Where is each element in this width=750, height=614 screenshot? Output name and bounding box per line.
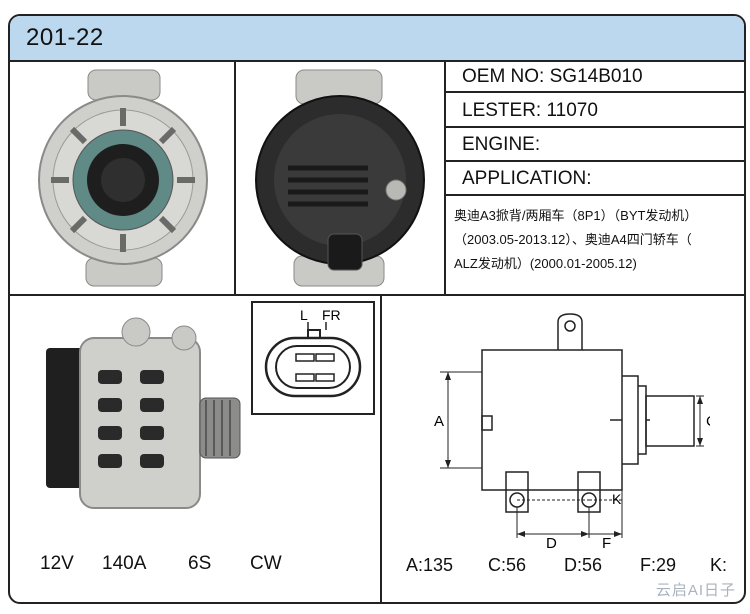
connector-label-l: L xyxy=(300,307,308,323)
lester-number: LESTER: 11070 xyxy=(462,100,598,121)
application-details: 奥迪A3掀背/两厢车（8P1）（BYT发动机） （2003.05-2013.12… xyxy=(454,204,740,276)
connector-pinout-diagram: L FR xyxy=(251,301,375,415)
alternator-side-view-image xyxy=(46,317,241,509)
product-spec-sheet: 201-22 OEM NO: SG14B010 LESTER: 11070 EN… xyxy=(8,14,746,604)
spec-amperage: 140A xyxy=(102,553,147,574)
engine-label: ENGINE: xyxy=(462,134,541,155)
oem-number: OEM NO: SG14B010 xyxy=(462,66,643,87)
divider-info-1 xyxy=(444,91,744,93)
label-dim-d: D xyxy=(546,535,557,552)
watermark-text: 云启AI日子 xyxy=(655,582,736,599)
application-line-2: （2003.05-2013.12）、奥迪A4四门轿车（ xyxy=(454,232,692,247)
part-code: 201-22 xyxy=(26,24,104,51)
application-label: APPLICATION: xyxy=(462,168,592,189)
label-dim-k: K xyxy=(612,491,622,507)
dim-value-a: A:135 xyxy=(406,555,454,575)
divider-v-1 xyxy=(234,60,236,296)
divider-h-middle xyxy=(10,294,744,296)
divider-info-3 xyxy=(444,160,744,162)
dim-value-f: F:29 xyxy=(640,555,677,575)
dim-value-d: D:56 xyxy=(564,555,603,575)
alternator-front-view-image xyxy=(38,69,208,287)
divider-info-2 xyxy=(444,126,744,128)
dim-value-k: K: xyxy=(710,555,728,575)
alternator-rear-view-image xyxy=(255,69,425,287)
dimension-drawing: A C D F K xyxy=(434,313,710,552)
spec-voltage: 12V xyxy=(40,553,74,574)
divider-v-bottom xyxy=(380,296,382,602)
label-dim-c: C xyxy=(706,413,710,430)
connector-label-fr: FR xyxy=(322,307,341,323)
application-line-1: 奥迪A3掀背/两厢车（8P1）（BYT发动机） xyxy=(454,208,698,223)
divider-info-4 xyxy=(444,194,744,196)
divider-v-2 xyxy=(444,60,446,296)
spec-pulley: 6S xyxy=(188,553,212,574)
sheet-header: 201-22 xyxy=(10,16,744,62)
dim-value-c: C:56 xyxy=(488,555,527,575)
label-dim-f: F xyxy=(602,535,611,552)
application-line-3: ALZ发动机）(2000.01-2005.12) xyxy=(454,256,637,271)
label-dim-a: A xyxy=(434,413,444,430)
spec-rotation: CW xyxy=(250,553,282,574)
